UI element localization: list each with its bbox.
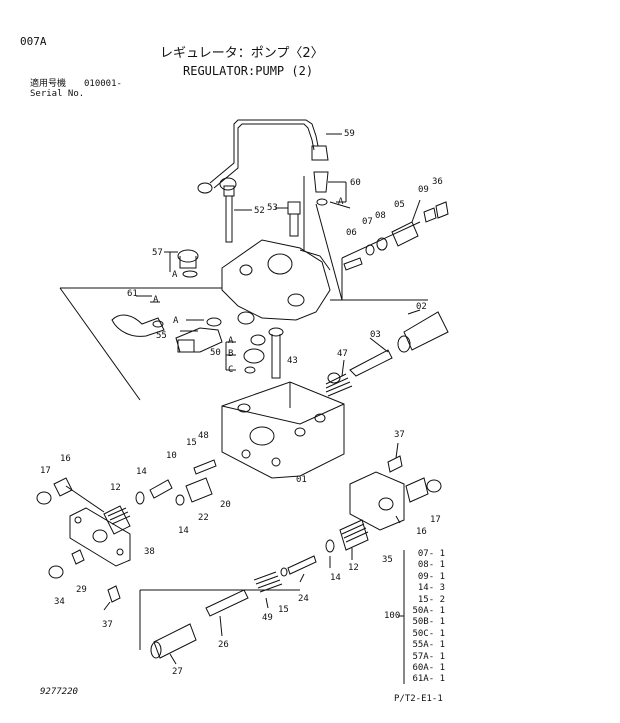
callout-60-ref-A: A — [338, 197, 344, 207]
callout-50-ref-B: B — [228, 349, 234, 359]
serial-label-en: Serial No. — [30, 89, 85, 99]
callout-12-left: 12 — [110, 483, 121, 493]
serial-value: 010001- — [84, 79, 122, 89]
callout-50: 50 — [210, 348, 221, 358]
parts-list-row: 55A- 1 — [412, 640, 445, 651]
parts-list-row: 08- 1 — [417, 560, 445, 571]
parts-list: 07- 1 08- 1 09- 1 14- 3 15- 2 50A- 1 50B… — [409, 549, 445, 686]
page-code: 007A — [20, 35, 47, 48]
title-japanese: レギュレータ：ポンプ〈2〉 — [160, 46, 324, 61]
callout-36: 36 — [432, 177, 443, 187]
callout-53: 53 — [267, 203, 278, 213]
pipe-59-drawing — [209, 119, 319, 184]
callout-57-ref-A: A — [172, 270, 178, 280]
callout-43: 43 — [287, 356, 298, 366]
callout-55: 55 — [156, 331, 167, 341]
parts-list-row: 09- 1 — [417, 571, 445, 582]
callout-37-lower: 37 — [102, 620, 113, 630]
callout-29: 29 — [76, 585, 87, 595]
callout-27: 27 — [172, 667, 183, 677]
parts-list-row: 57A- 1 — [412, 651, 445, 662]
callout-61: 61 — [127, 289, 138, 299]
callout-61-ref-A: A — [153, 295, 159, 305]
regulator-cover-drawing — [221, 239, 331, 321]
callout-37-upper: 37 — [394, 430, 405, 440]
parts-list-row: 50A- 1 — [412, 606, 445, 617]
callout-09: 09 — [418, 185, 429, 195]
callout-08: 08 — [375, 211, 386, 221]
callout-15-upper: 15 — [186, 438, 197, 448]
callout-05: 05 — [394, 200, 405, 210]
parts-list-row: 50C- 1 — [412, 628, 445, 639]
callout-06: 06 — [346, 228, 357, 238]
callout-50-ref-C: C — [228, 365, 234, 375]
parts-list-row: 61A- 1 — [412, 674, 445, 685]
callout-52: 52 — [254, 206, 265, 216]
callout-01: 01 — [296, 475, 307, 485]
callout-12-right: 12 — [348, 563, 359, 573]
callout-35: 35 — [382, 555, 393, 565]
footer-right-code: P/T2-E1-1 — [394, 694, 443, 704]
serial-label-jp: 適用号機 — [30, 79, 67, 89]
callout-15-lower: 15 — [278, 605, 289, 615]
callout-48: 48 — [198, 431, 209, 441]
parts-list-row: 07- 1 — [417, 549, 445, 559]
parts-list-row: 50B- 1 — [412, 617, 445, 628]
callout-16-right: 16 — [416, 527, 427, 537]
callout-57: 57 — [152, 248, 163, 258]
callout-26: 26 — [218, 640, 229, 650]
title-english: REGULATOR:PUMP (2) — [183, 64, 314, 78]
callout-60: 60 — [350, 178, 361, 188]
callout-38: 38 — [144, 547, 155, 557]
callout-50-ref-A: A — [228, 336, 234, 346]
callout-10: 10 — [166, 451, 177, 461]
parts-list-row: 60A- 1 — [412, 663, 445, 674]
regulator-body-drawing — [221, 381, 345, 479]
callout-14-lower: 14 — [330, 573, 341, 583]
callout-14-upper: 14 — [136, 467, 147, 477]
callout-59: 59 — [344, 129, 355, 139]
parts-list-row: 15- 2 — [417, 594, 445, 605]
footer-left-code: 9277220 — [40, 687, 78, 697]
callout-49: 49 — [262, 613, 273, 623]
callout-02: 02 — [416, 302, 427, 312]
callout-16-left: 16 — [60, 454, 71, 464]
callout-47: 47 — [337, 349, 348, 359]
callout-17-left: 17 — [40, 466, 51, 476]
parts-list-label: 100 — [384, 611, 401, 621]
callout-22: 22 — [198, 513, 209, 523]
callout-14-middle: 14 — [178, 526, 189, 536]
callout-03: 03 — [370, 330, 381, 340]
callout-20: 20 — [220, 500, 231, 510]
callout-34: 34 — [54, 597, 65, 607]
callout-17-right: 17 — [430, 515, 441, 525]
callout-24: 24 — [298, 594, 309, 604]
callout-55-ref-A: A — [173, 316, 179, 326]
callout-07: 07 — [362, 217, 373, 227]
parts-list-row: 14- 3 — [417, 583, 445, 594]
